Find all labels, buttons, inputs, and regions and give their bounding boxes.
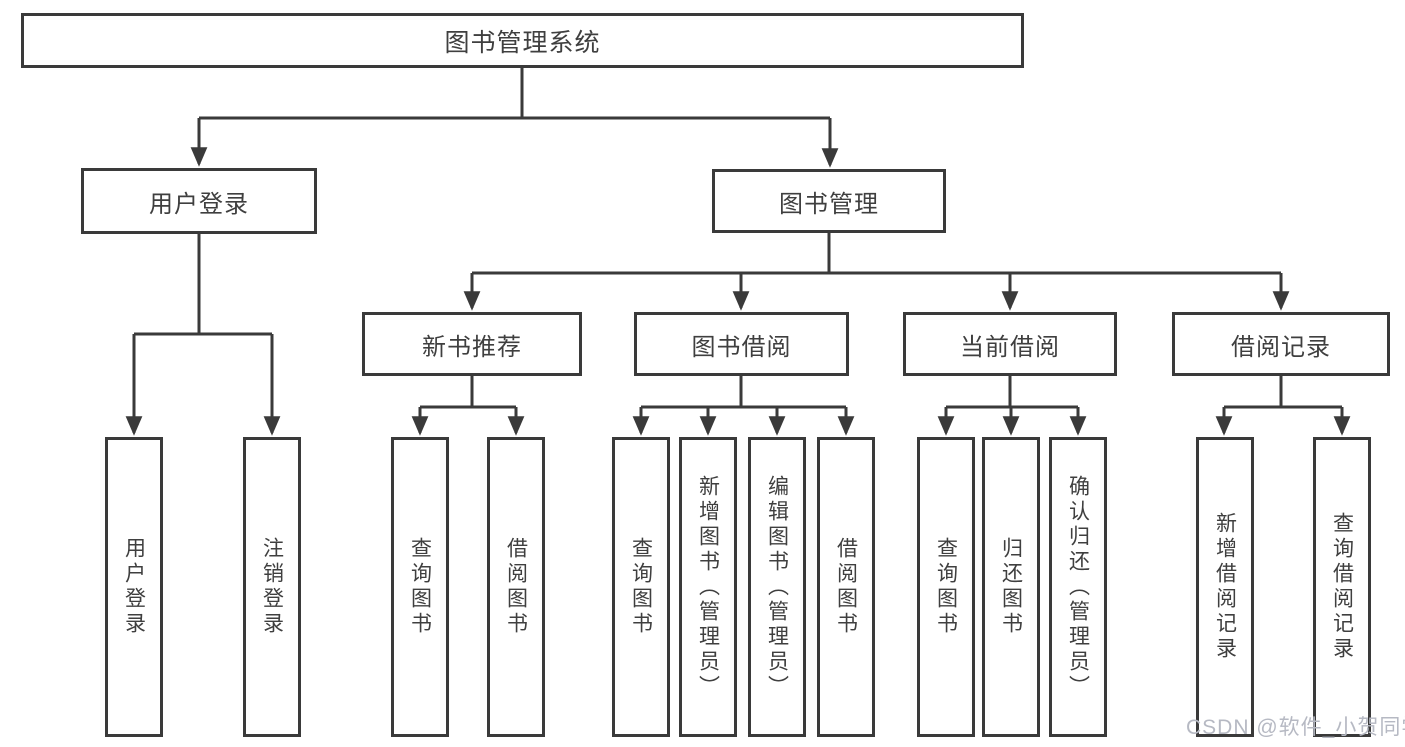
node-leaf-borrow-edit-book-admin: 编辑图书（管理员） [748, 437, 806, 737]
node-new-book-recommend: 新书推荐 [362, 312, 582, 376]
node-leaf-current-return-book: 归还图书 [982, 437, 1040, 737]
node-book-management: 图书管理 [712, 169, 946, 233]
node-leaf-recommend-query-book: 查询图书 [391, 437, 449, 737]
node-library-system: 图书管理系统 [21, 13, 1024, 68]
node-leaf-current-query-book: 查询图书 [917, 437, 975, 737]
node-leaf-recommend-borrow-book: 借阅图书 [487, 437, 545, 737]
node-borrow-records: 借阅记录 [1172, 312, 1390, 376]
node-leaf-records-query-record: 查询借阅记录 [1313, 437, 1371, 737]
node-leaf-logout: 注销登录 [243, 437, 301, 737]
node-leaf-current-confirm-return-admin: 确认归还（管理员） [1049, 437, 1107, 737]
node-leaf-records-add-record: 新增借阅记录 [1196, 437, 1254, 737]
csdn-watermark: CSDN @软件_小贺同学 [1186, 716, 1405, 739]
node-user-login-group: 用户登录 [81, 168, 317, 234]
node-book-borrow: 图书借阅 [634, 312, 849, 376]
node-leaf-borrow-borrow-book: 借阅图书 [817, 437, 875, 737]
node-leaf-user-login: 用户登录 [105, 437, 163, 737]
node-current-borrow: 当前借阅 [903, 312, 1117, 376]
node-leaf-borrow-query-book: 查询图书 [612, 437, 670, 737]
node-leaf-borrow-add-book-admin: 新增图书（管理员） [679, 437, 737, 737]
